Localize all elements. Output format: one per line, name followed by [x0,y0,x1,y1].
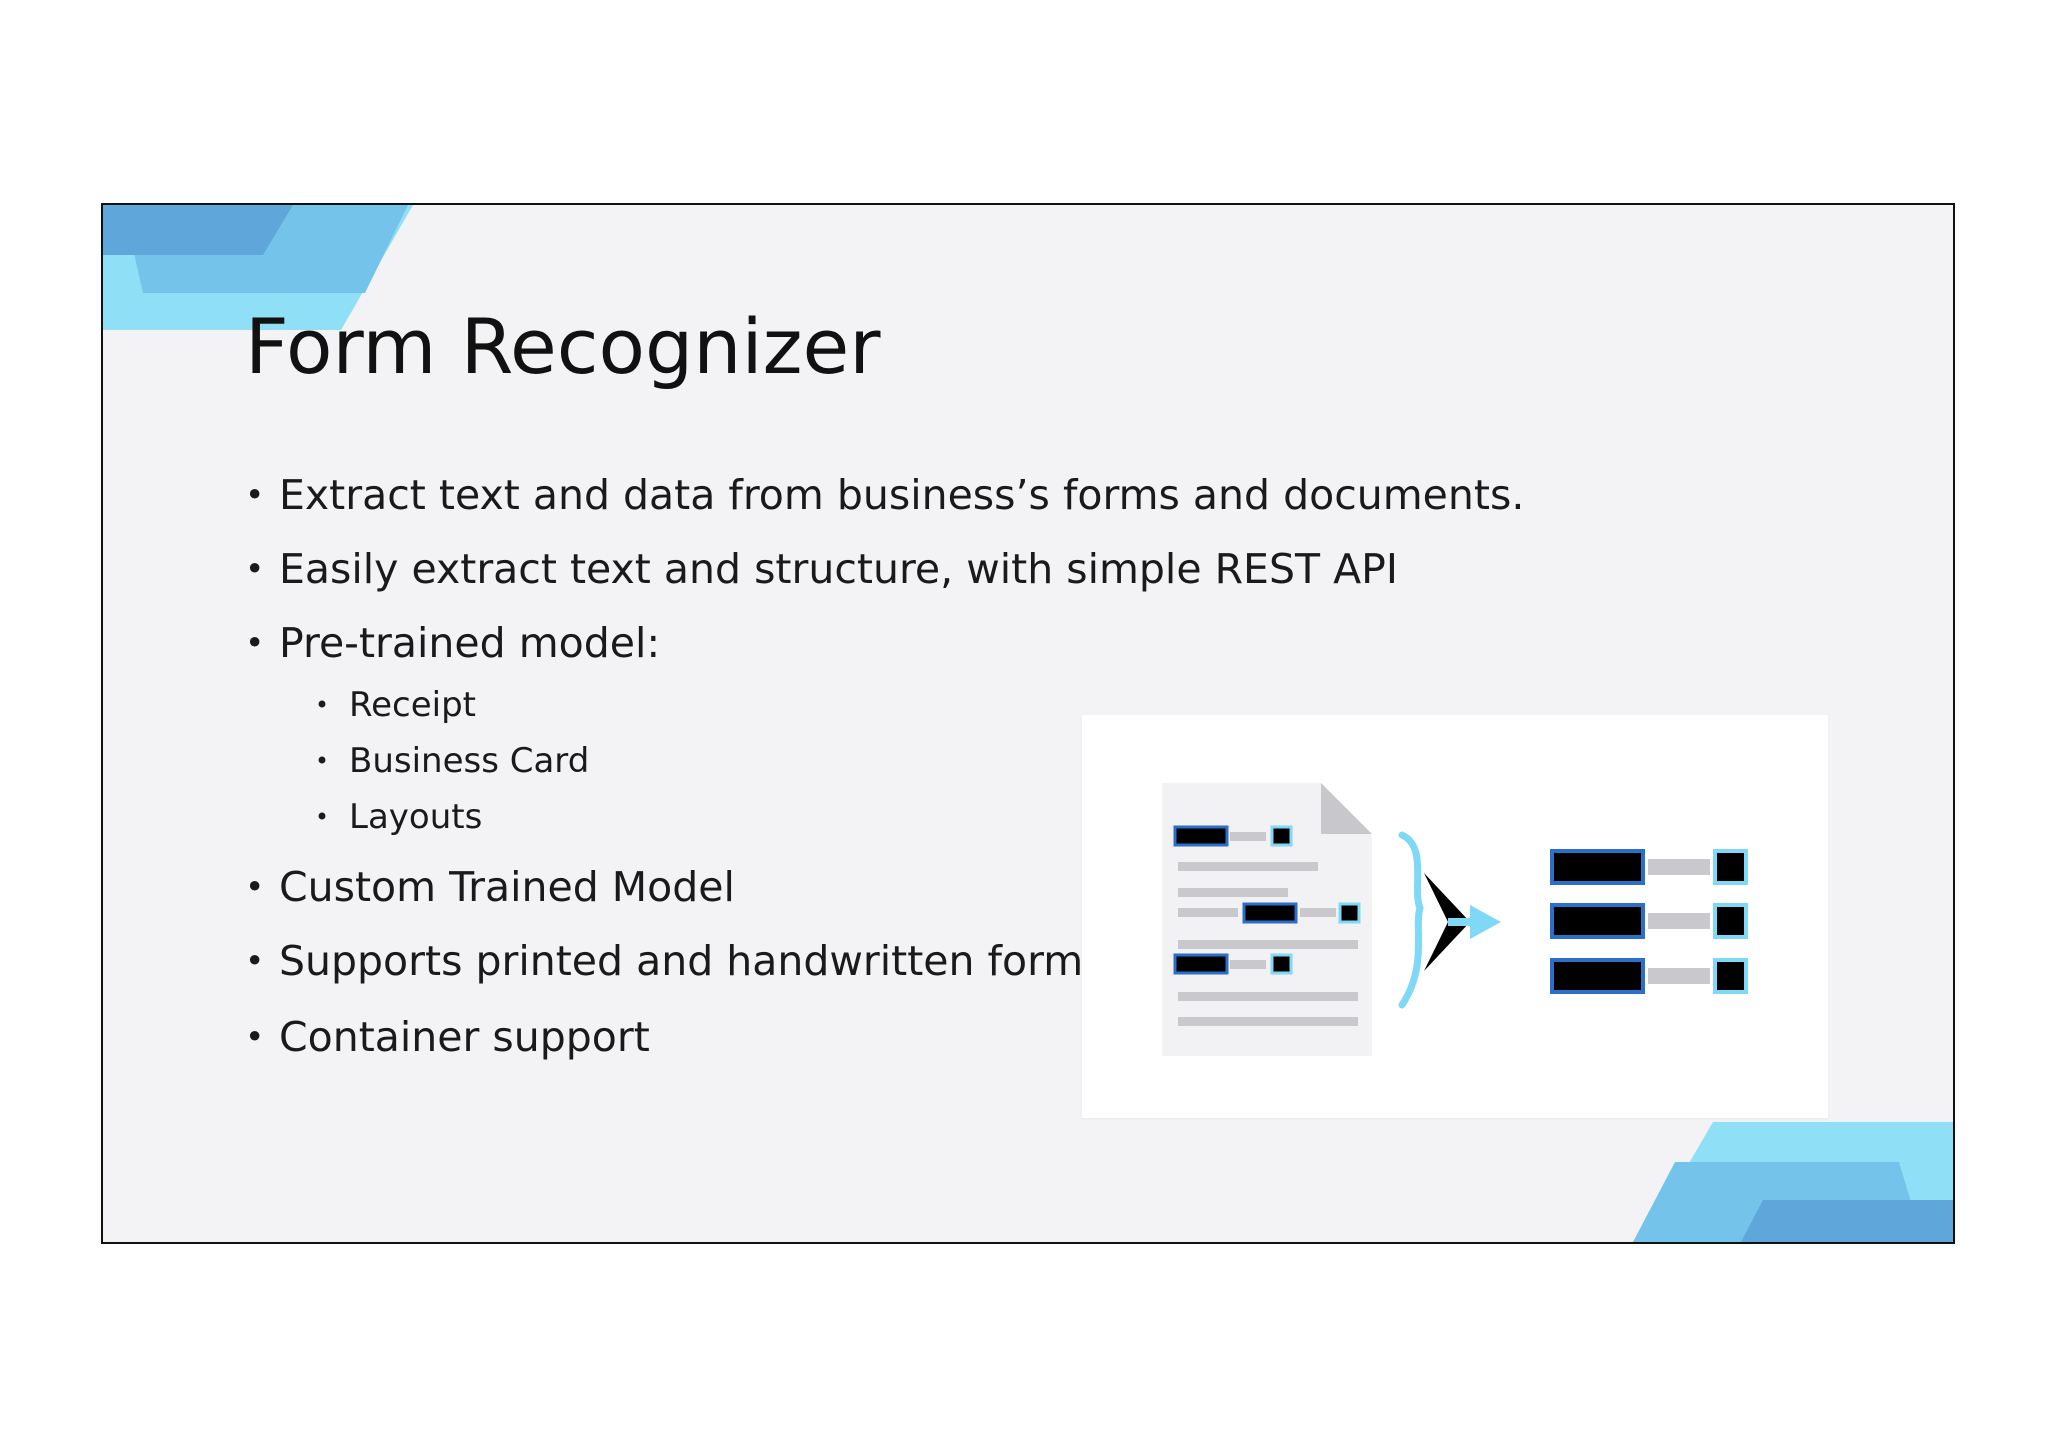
bullet-text: Custom Trained Model [279,863,735,911]
bullet-text: Extract text and data from business’s fo… [279,471,1525,519]
bullet-symbol: • [245,624,265,663]
bullet-text: Container support [279,1013,650,1061]
bullet-symbol: • [245,868,265,907]
bullet-symbol: • [245,942,265,981]
slide-title: Form Recognizer [245,302,881,391]
structured-fields-icon [1550,849,1748,994]
bullet-text: Pre-trained model: [279,619,661,667]
sub-bullet-item: • Receipt [315,685,476,725]
bullet-item: • Pre-trained model: [245,619,660,667]
bullet-symbol: • [315,803,330,832]
bullet-item: • Easily extract text and structure, with… [245,545,1398,593]
bullet-text: Layouts [349,797,483,837]
corner-decoration-top-left [103,205,413,330]
bullet-symbol: • [245,550,265,589]
bullet-item: • Extract text and data from business’s f… [245,471,1524,519]
bullet-text: Supports printed and handwritten forms, [279,937,1118,985]
bullet-text: Easily extract text and structure, with … [279,545,1398,593]
bullet-item: • Supports printed and handwritten forms, [245,937,1118,985]
bullet-symbol: • [315,747,330,776]
sub-bullet-item: • Layouts [315,797,482,837]
form-recognizer-diagram [1082,715,1828,1118]
bullet-symbol: • [245,1018,265,1057]
bullet-text: Receipt [349,685,476,725]
bullet-symbol: • [315,691,330,720]
merge-arrow-icon [1398,831,1501,1009]
bullet-text: Business Card [349,741,590,781]
bullet-item: • Container support [245,1013,650,1061]
bullet-symbol: • [245,476,265,515]
slide: Form Recognizer • Extract text and data f… [101,203,1955,1244]
corner-decoration-bottom-right [1633,1122,1953,1242]
sub-bullet-item: • Business Card [315,741,589,781]
document-icon [1162,783,1372,1056]
bullet-item: • Custom Trained Model [245,863,735,911]
